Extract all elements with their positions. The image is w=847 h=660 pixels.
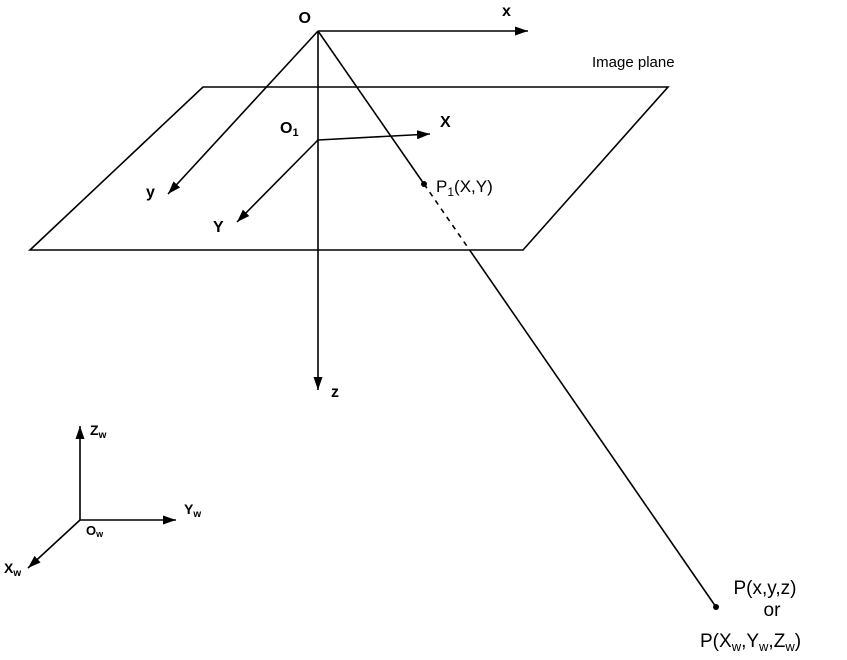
world-point-label-line2: or — [764, 600, 782, 621]
world-point-label-line3: P(Xw,Yw,Zw) — [700, 631, 801, 654]
world-z-label-sub: w — [98, 430, 107, 441]
world-z-label: Zw — [90, 422, 107, 441]
world-point-line3-sub: w — [784, 639, 795, 654]
world-point-line3-part: ,Y — [741, 631, 759, 652]
camera-y-axis — [167, 30, 319, 195]
world-point-line3-sub: w — [731, 639, 742, 654]
image-point-label-coords: (X,Y) — [454, 177, 493, 196]
world-z-label-main: Z — [90, 422, 99, 438]
world-x-label-main: X — [4, 560, 14, 576]
plane-origin-label-main: O — [280, 120, 292, 137]
world-origin-label: Ow — [86, 523, 104, 539]
world-point-label-line1: P(x,y,z) — [734, 578, 797, 599]
image-point-label-sub: 1 — [447, 185, 454, 199]
world-origin-label-sub: w — [95, 529, 104, 539]
world-x-axis — [27, 519, 81, 569]
world-x-label: Xw — [4, 560, 21, 579]
plane-x-label: X — [440, 114, 451, 131]
image-plane-outline — [27, 86, 670, 251]
projection-ray-dashed — [423, 183, 472, 253]
camera-z-label: z — [331, 384, 339, 401]
plane-y-axis — [236, 139, 319, 223]
projection-ray-upper — [317, 30, 425, 185]
camera-y-label: y — [146, 184, 155, 201]
projection-ray-lower — [470, 251, 717, 608]
plane-x-axis — [317, 130, 431, 141]
image-plane-caption: Image plane — [592, 54, 675, 71]
world-origin-label-main: O — [86, 523, 96, 538]
image-point-label: P1(X,Y) — [436, 177, 493, 199]
world-y-label-main: Y — [184, 501, 194, 517]
world-y-label: Yw — [184, 501, 201, 520]
plane-origin-label: O1 — [280, 120, 299, 139]
camera-x-label: x — [502, 3, 511, 20]
plane-origin-label-sub: 1 — [292, 127, 298, 139]
world-x-label-sub: w — [12, 568, 21, 579]
camera-origin-label: O — [299, 10, 311, 27]
plane-y-label: Y — [213, 219, 224, 236]
world-point-line3-part: ,Z — [768, 631, 785, 652]
world-point-line3-part: P(X — [700, 631, 732, 652]
world-y-label-sub: w — [192, 509, 201, 520]
world-point-line3-sub: w — [758, 639, 769, 654]
world-point-dot — [713, 604, 719, 610]
image-point-dot — [421, 181, 427, 187]
image-point-label-main: P — [436, 177, 447, 196]
world-point-line3-part: ) — [795, 631, 801, 652]
